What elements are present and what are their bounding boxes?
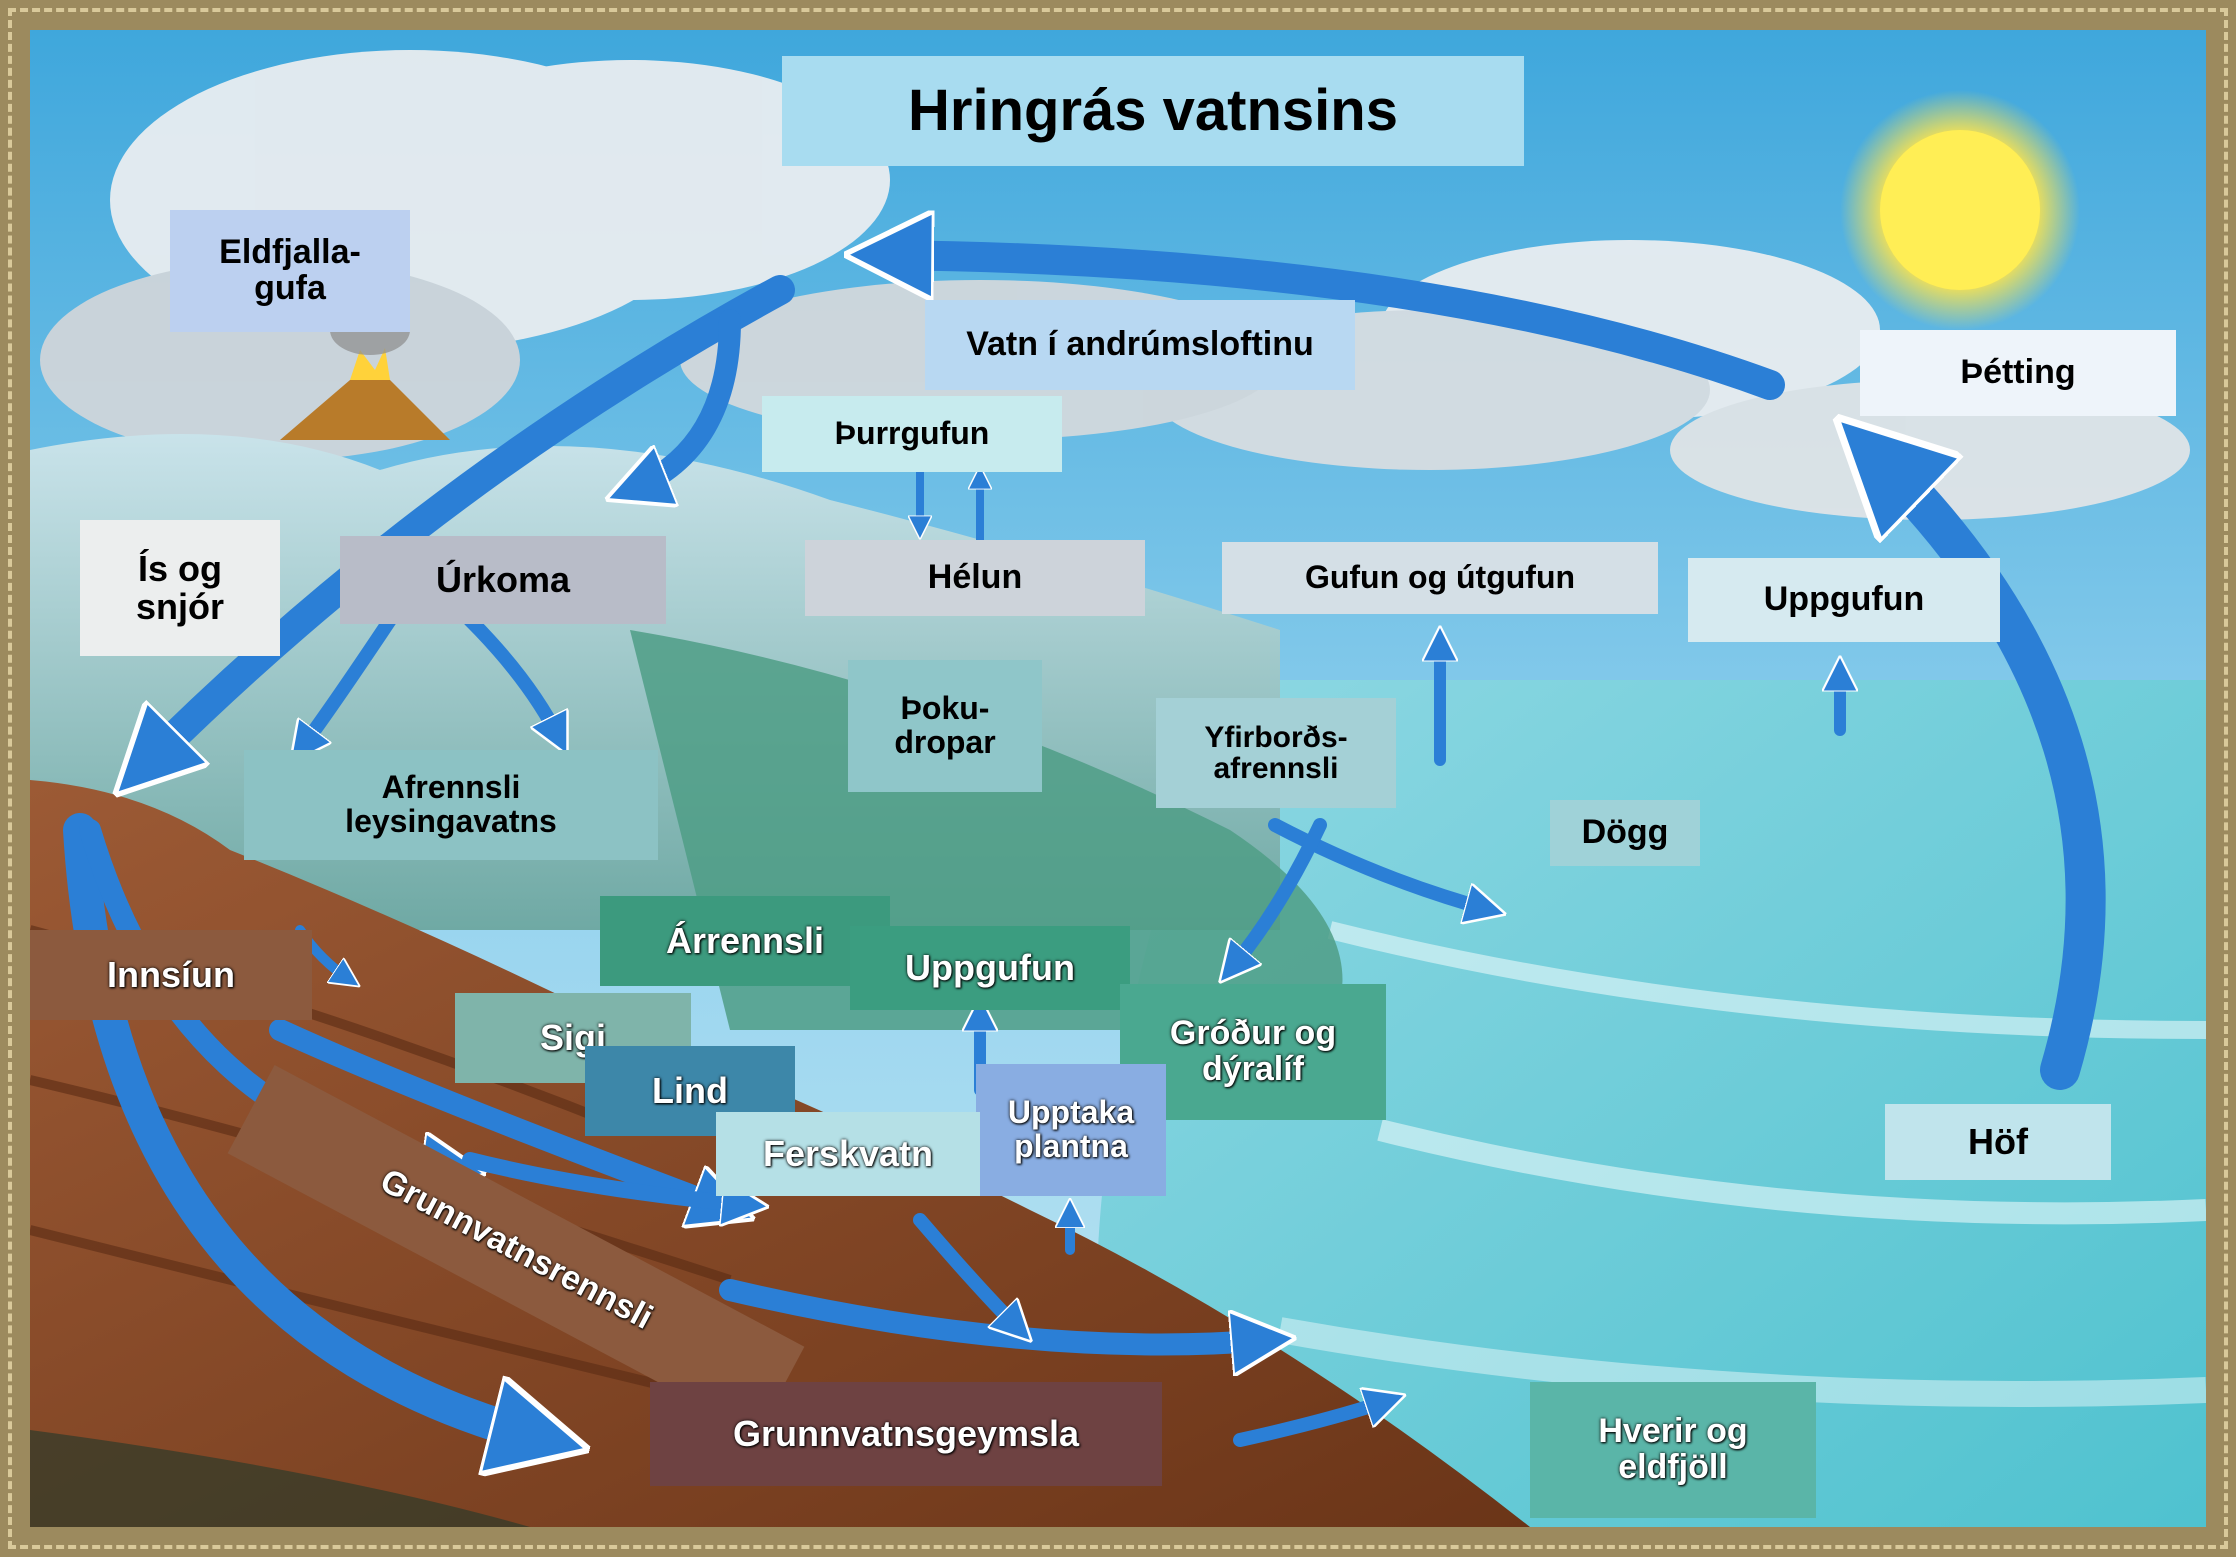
label-hverir-og-eldfjoll: Hverir og eldfjöll bbox=[1530, 1382, 1816, 1518]
label-thetting: Þétting bbox=[1860, 330, 2176, 416]
label-thurrgufun: Þurrgufun bbox=[762, 396, 1062, 472]
water-cycle-diagram: Hringrás vatnsins Eldfjalla- gufa Vatn í… bbox=[30, 30, 2206, 1527]
label-urkoma: Úrkoma bbox=[340, 536, 666, 624]
label-eldfjallagufa: Eldfjalla- gufa bbox=[170, 210, 410, 332]
label-yfirbords-afrennsli: Yfirborðs- afrennsli bbox=[1156, 698, 1396, 808]
label-afrennsli-leysingavatns: Afrennsli leysingavatns bbox=[244, 750, 658, 860]
label-gufun-og-utgufun: Gufun og útgufun bbox=[1222, 542, 1658, 614]
sun-icon bbox=[1840, 90, 2080, 330]
label-upptaka-plantna: Upptaka plantna bbox=[976, 1064, 1166, 1196]
cycle-arrows bbox=[63, 255, 2106, 1440]
label-thokudropar: Þoku- dropar bbox=[848, 660, 1042, 792]
label-uppgufun-land: Uppgufun bbox=[850, 926, 1130, 1010]
label-vatn-i-andrumsloftinu: Vatn í andrúmsloftinu bbox=[925, 300, 1355, 390]
label-sigi: Sigi bbox=[455, 993, 691, 1083]
label-uppgufun-haf: Uppgufun bbox=[1688, 558, 2000, 642]
label-helun: Hélun bbox=[805, 540, 1145, 616]
label-ferskvatn: Ferskvatn bbox=[716, 1112, 980, 1196]
label-dogg: Dögg bbox=[1550, 800, 1700, 866]
label-grunnvatnsgeymsla: Grunnvatnsgeymsla bbox=[650, 1382, 1162, 1486]
label-hof: Höf bbox=[1885, 1104, 2111, 1180]
label-innsiun: Innsíun bbox=[30, 930, 312, 1020]
label-is-og-snjor: Ís og snjór bbox=[80, 520, 280, 656]
label-arrennsli: Árrennsli bbox=[600, 896, 890, 986]
page-title: Hringrás vatnsins bbox=[782, 56, 1524, 166]
